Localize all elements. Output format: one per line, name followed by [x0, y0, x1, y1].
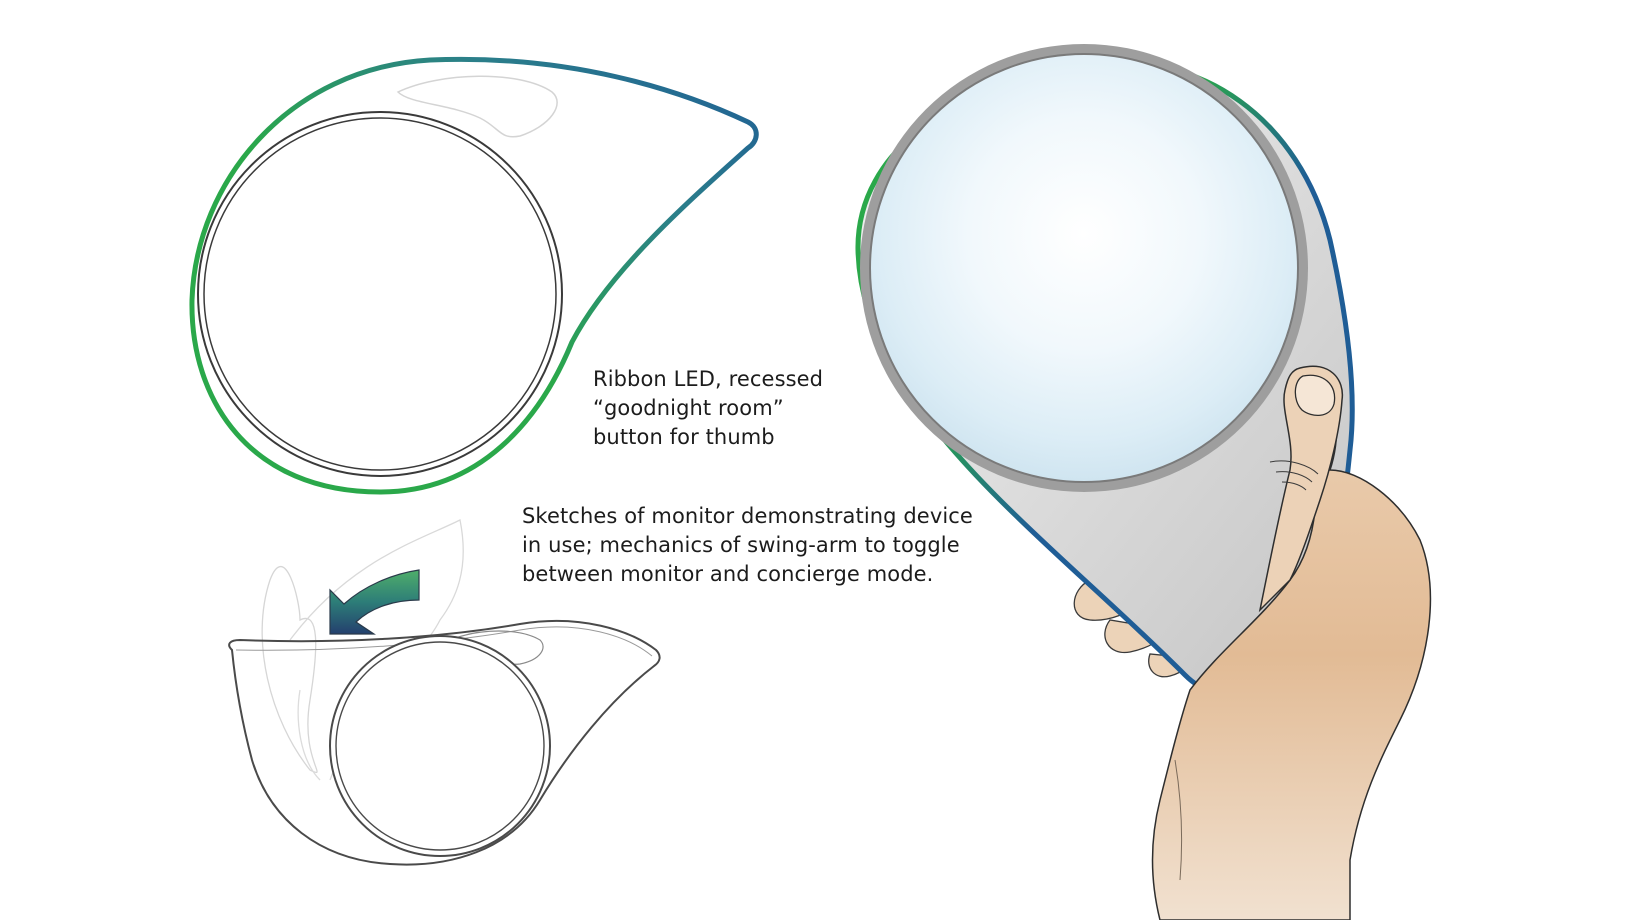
thumb — [1258, 365, 1344, 613]
swing-arm-ghost-position-3 — [297, 689, 321, 781]
monitor-front-view — [189, 56, 759, 495]
thumb-button-recess — [396, 75, 558, 138]
held-device-lens — [869, 53, 1299, 483]
hand — [1151, 389, 1432, 921]
swing-arm-screen-inner — [335, 641, 545, 851]
swing-arm-sketch — [228, 519, 661, 866]
thumb-knuckle-lines — [1269, 460, 1319, 491]
swing-arm-screen-outer — [329, 635, 551, 857]
swing-arm-body-outline — [228, 619, 661, 866]
led-caption-line: button for thumb — [593, 425, 775, 449]
monitor-screen-ring — [197, 111, 563, 477]
curved-arrow-icon — [329, 569, 420, 635]
swing-arm-ghost-position-1 — [261, 565, 318, 774]
sketch-callout-caption: Sketches of monitor demonstrating device… — [522, 502, 973, 589]
thumb-nail — [1294, 374, 1336, 416]
led-callout-caption: Ribbon LED, recessed “goodnight room” bu… — [593, 365, 823, 452]
device-in-hand-illustration — [855, 44, 1432, 921]
sketch-caption-line: between monitor and concierge mode. — [522, 562, 934, 586]
sketch-caption-line: Sketches of monitor demonstrating device — [522, 504, 973, 528]
monitor-screen — [203, 117, 557, 471]
sketch-caption-line: in use; mechanics of swing-arm to toggle — [522, 533, 960, 557]
wrist-line — [1174, 759, 1183, 881]
led-caption-line: “goodnight room” — [593, 396, 784, 420]
led-caption-line: Ribbon LED, recessed — [593, 367, 824, 391]
swing-arm-body-inner — [235, 626, 653, 657]
